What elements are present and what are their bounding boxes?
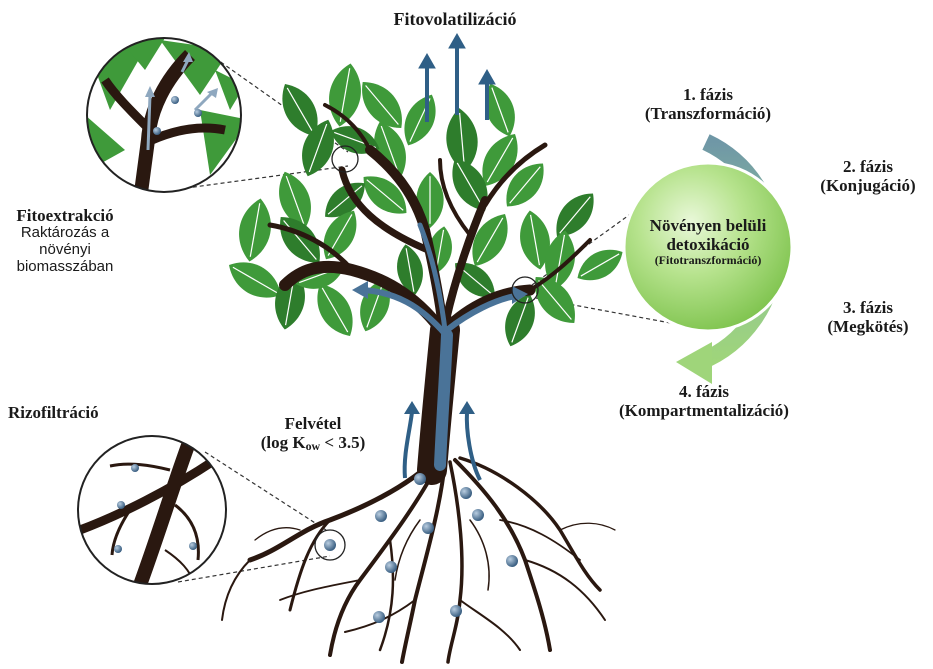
uptake-log-suffix: < 3.5) [320, 433, 365, 452]
leaf [478, 79, 523, 141]
fitoextraction-title: Fitoextrakció [0, 206, 130, 225]
phase-3-label: 3. fázis (Megkötés) [808, 298, 928, 336]
fitoextraction-label: Fitoextrakció Raktározás a növényi bioma… [0, 206, 130, 275]
phase-2-label: 2. fázis (Konjugáció) [808, 157, 928, 195]
phase-4-label: 4. fázis (Kompartmentalizáció) [598, 382, 810, 420]
pollutant-particle [450, 605, 462, 617]
pollutant-particle [506, 555, 518, 567]
phase-cycle-arrowhead [676, 342, 712, 384]
detox-line3: (Fitotranszformáció) [626, 254, 790, 267]
fitoextraction-line1: Raktározás a növényi [0, 225, 130, 259]
phase-3-name: (Megkötés) [808, 317, 928, 336]
pollutant-particle [373, 611, 385, 623]
phase-2-name: (Konjugáció) [808, 176, 928, 195]
phase-4-name: (Kompartmentalizáció) [598, 401, 810, 420]
leaf [234, 196, 276, 264]
pollutant-particle [460, 487, 472, 499]
fitoextraction-line2: biomasszában [0, 259, 130, 276]
roots [222, 455, 615, 662]
phase-1-name: (Transzformáció) [628, 104, 788, 123]
leaf [547, 185, 604, 245]
uptake-label: Felvétel (log Kow < 3.5) [238, 414, 388, 453]
pollutant-particle [385, 561, 397, 573]
phase-3-number: 3. fázis [808, 298, 928, 317]
uptake-log-prefix: (log K [261, 433, 306, 452]
phase-1-number: 1. fázis [628, 85, 788, 104]
pollutant-particle [414, 473, 426, 485]
pollutant-particle [422, 522, 434, 534]
pollutant-particle [375, 510, 387, 522]
detox-line2: detoxikáció [626, 235, 790, 254]
pollutant-particle [324, 539, 336, 551]
rhizofiltration-label: Rizofiltráció [8, 403, 128, 422]
focus-circle-leaf [332, 146, 358, 172]
uptake-logkow: (log Kow < 3.5) [238, 433, 388, 453]
zoom-inset-extraction [80, 38, 250, 200]
zoom-inset-rhizofiltration [78, 436, 226, 585]
fitovolatilization-label: Fitovolatilizáció [355, 9, 555, 29]
detox-line1: Növényen belüli [626, 216, 790, 235]
pollutant-particle [472, 509, 484, 521]
phase-2-number: 2. fázis [808, 157, 928, 176]
leaf [396, 89, 444, 151]
uptake-title: Felvétel [238, 414, 388, 433]
detox-text: Növényen belüli detoxikáció (Fitotranszf… [626, 216, 790, 268]
phase-1-label: 1. fázis (Transzformáció) [628, 85, 788, 123]
uptake-log-subscript: ow [306, 439, 321, 453]
phase-4-number: 4. fázis [598, 382, 810, 401]
